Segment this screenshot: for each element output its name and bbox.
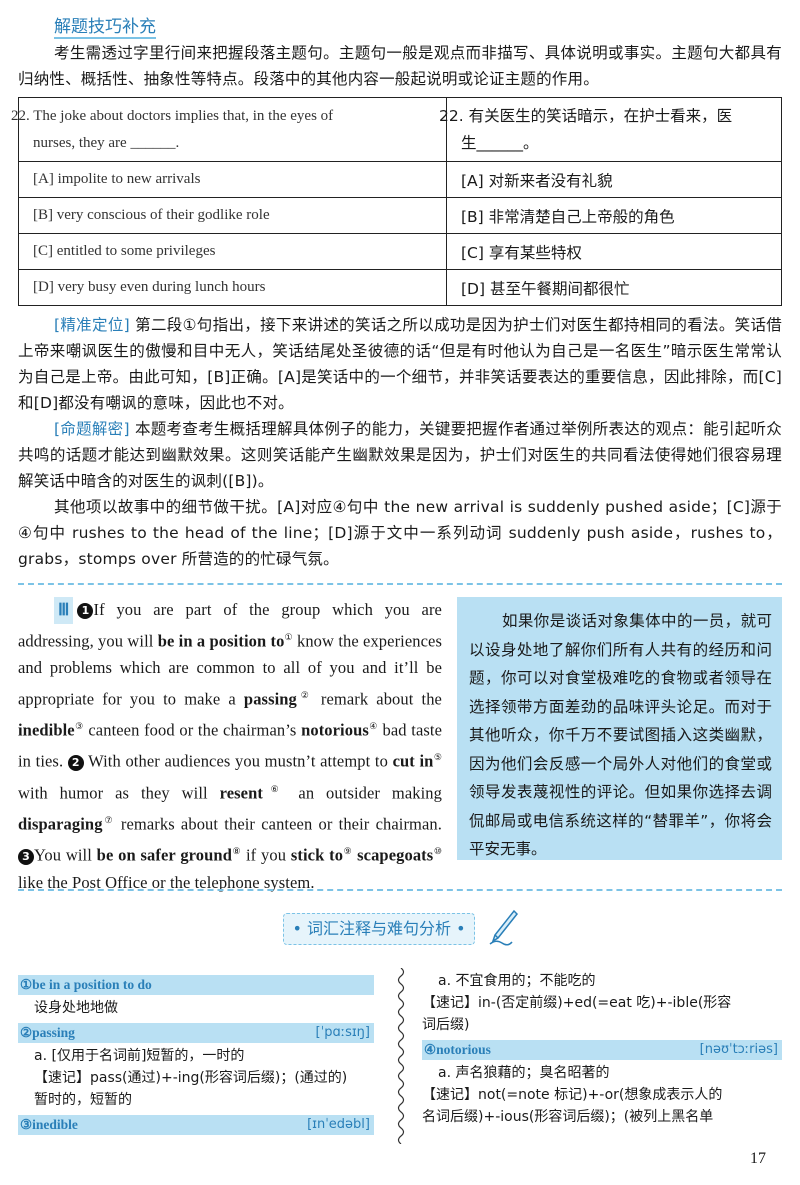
question-stem-en: 22. The joke about doctors implies that,…: [11, 97, 447, 162]
analysis-para-3: 其他项以故事中的细节做干扰。[A]对应④句中 the new arrival i…: [18, 498, 782, 568]
page-number: 17: [750, 1150, 766, 1167]
vocab-entry-head: ③inedible[ɪnˈedəbl]: [18, 1115, 374, 1135]
vocab-definition: a. [仅用于名词前]短暂的，一时的: [34, 1048, 245, 1064]
paragraph-number: Ⅲ: [54, 597, 74, 624]
analysis-para-1: [精准定位] 第二段①句指出，接下来讲述的笑话之所以成功是因为护士们对医生都持相…: [18, 316, 782, 412]
tag-precise-location: [精准定位]: [54, 316, 130, 334]
intro-paragraph: 考生需透过字里行间来把握段落主题句。主题句一般是观点而非描写、具体说明或事实。主…: [18, 44, 782, 88]
sentence-marker-2: 2: [67, 754, 84, 771]
pronunciation: [nəʊˈtɔːriəs]: [699, 1042, 778, 1057]
vocab-definition: a. 声名狼藉的；臭名昭著的: [438, 1065, 610, 1081]
question-stem-zh: 22. 有关医生的笑话暗示，在护士看来，医生______。: [439, 97, 782, 162]
option-d-zh: [D] 甚至午餐期间都很忙: [446, 269, 782, 306]
option-b-en: [B] very conscious of their godlike role: [18, 197, 447, 234]
sentence-marker-3: 3: [18, 848, 34, 865]
tag-question-decode: [命题解密]: [54, 420, 130, 438]
option-c-en: [C] entitled to some privileges: [18, 233, 447, 270]
translation-text: 如果你是谈话对象集体中的一员，就可以设身处地了解你们所有人共有的经历和问题，你可…: [469, 612, 772, 858]
vocab-mnemonic: 【速记】not(=note 标记)+-or(想象成表示人的: [422, 1087, 723, 1103]
vocab-mnemonic: 暂时的，短暂的: [34, 1092, 132, 1108]
divider: [18, 583, 782, 585]
option-a-zh: [A] 对新来者没有礼貌: [446, 161, 782, 198]
pronunciation: [ˈpɑːsɪŋ]: [315, 1025, 370, 1040]
vocab-entry-head: ②passing[ˈpɑːsɪŋ]: [18, 1023, 374, 1043]
vocab-mnemonic: 【速记】in-(否定前缀)+ed(=eat 吃)+-ible(形容: [422, 995, 732, 1011]
vocab-left-column: ①be in a position to do 设身处地地做 ②passing[…: [18, 975, 374, 1135]
pronunciation: [ɪnˈedəbl]: [307, 1117, 370, 1132]
vocab-section-title: • 词汇注释与难句分析 •: [283, 913, 475, 945]
divider: [18, 889, 782, 891]
option-c-zh: [C] 享有某些特权: [446, 233, 782, 270]
translation-box: 如果你是谈话对象集体中的一员，就可以设身处地了解你们所有人共有的经历和问题，你可…: [457, 597, 782, 860]
section-title: 解题技巧补充: [54, 12, 156, 39]
option-d-en: [D] very busy even during lunch hours: [18, 269, 447, 306]
question-table: 22. The joke about doctors implies that,…: [11, 97, 782, 306]
analysis-para-2: [命题解密] 本题考查考生概括理解具体例子的能力，关键要把握作者通过举例所表达的…: [18, 420, 782, 490]
vocab-definition: a. 不宜食用的；不能吃的: [438, 973, 596, 989]
sentence-marker-1: 1: [77, 603, 94, 619]
vocab-definition: 设身处地地做: [34, 1000, 118, 1016]
vocab-mnemonic: 名词后缀)+-ious(形容词后缀)；(被列上黑名单: [422, 1109, 714, 1125]
vocab-mnemonic: 词后缀): [422, 1017, 470, 1033]
vocab-entry-head: ④notorious[nəʊˈtɔːriəs]: [422, 1040, 782, 1060]
column-divider: [397, 968, 405, 1144]
vocab-entry-head: ①be in a position to do: [18, 975, 374, 995]
option-a-en: [A] impolite to new arrivals: [18, 161, 447, 198]
analysis-block: [精准定位] 第二段①句指出，接下来讲述的笑话之所以成功是因为护士们对医生都持相…: [18, 312, 782, 572]
vocab-right-column: a. 不宜食用的；不能吃的 【速记】in-(否定前缀)+ed(=eat 吃)+-…: [422, 970, 782, 1128]
pen-icon: [486, 908, 520, 952]
vocab-mnemonic: 【速记】pass(通过)+-ing(形容词后缀)；(通过的): [34, 1070, 348, 1086]
option-b-zh: [B] 非常清楚自己上帝般的角色: [446, 197, 782, 234]
